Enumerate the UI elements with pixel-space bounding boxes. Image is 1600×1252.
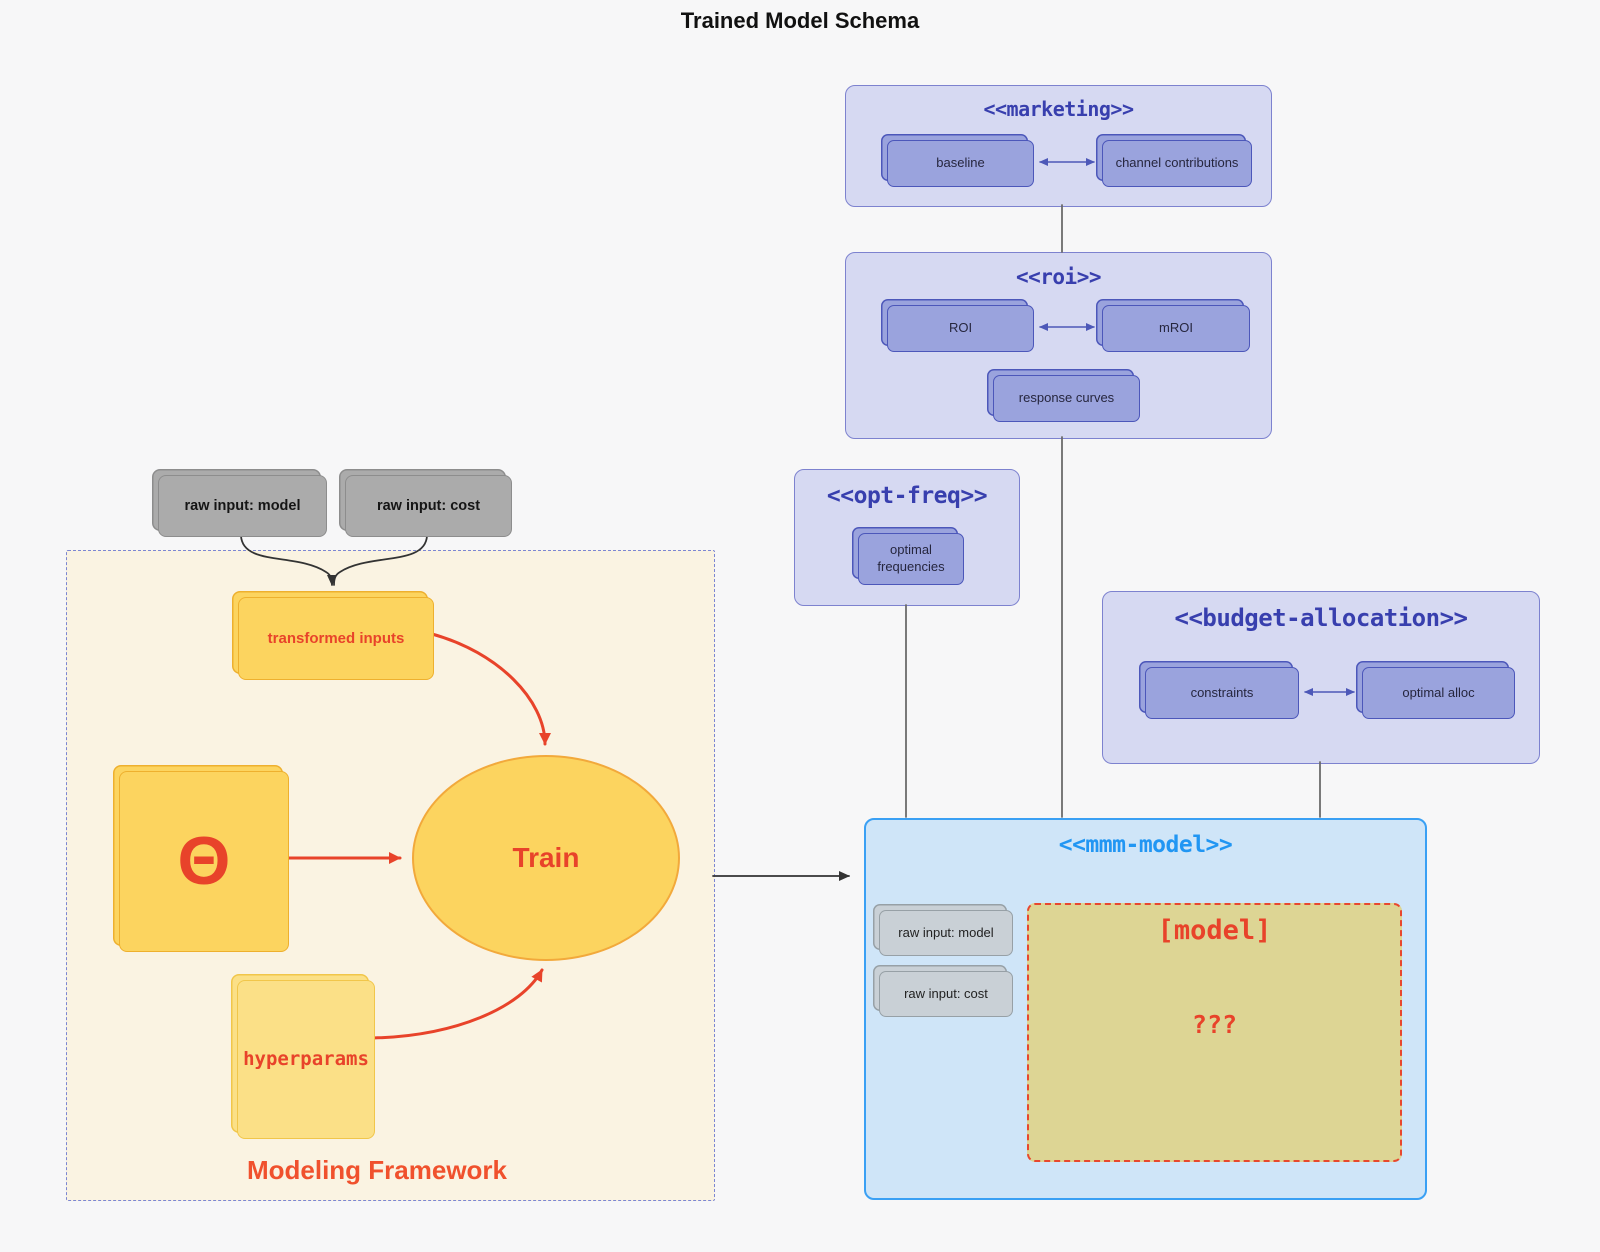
node-raw-input-model: raw input: model xyxy=(158,475,327,537)
modeling-framework-label: Modeling Framework xyxy=(246,1155,508,1185)
node-hyperparams: hyperparams xyxy=(237,980,375,1139)
node-optimal-alloc: optimal alloc xyxy=(1362,667,1515,719)
model-unknown-label: ??? xyxy=(1191,1010,1238,1039)
model-placeholder-box: [model] ??? xyxy=(1027,903,1402,1162)
cluster-marketing-title: <<marketing>> xyxy=(983,97,1134,121)
page-title: Trained Model Schema xyxy=(680,8,920,33)
node-transformed-inputs: transformed inputs xyxy=(238,597,434,680)
cluster-roi-title: <<roi>> xyxy=(1015,265,1102,289)
node-train: Train xyxy=(412,755,680,961)
node-raw-input-cost: raw input: cost xyxy=(345,475,512,537)
node-mmm-raw-input-cost: raw input: cost xyxy=(879,971,1013,1017)
node-roi: ROI xyxy=(887,305,1034,352)
node-mroi: mROI xyxy=(1102,305,1250,352)
cluster-mmm-model-title: <<mmm-model>> xyxy=(1058,832,1233,858)
cluster-budget-allocation-title: <<budget-allocation>> xyxy=(1174,604,1468,632)
node-response-curves: response curves xyxy=(993,375,1140,422)
node-optimal-frequencies: optimal frequencies xyxy=(858,533,964,585)
node-baseline: baseline xyxy=(887,140,1034,187)
node-theta: Θ xyxy=(119,771,289,952)
node-mmm-raw-input-model: raw input: model xyxy=(879,910,1013,956)
node-channel-contributions: channel contributions xyxy=(1102,140,1252,187)
model-placeholder-label: [model] xyxy=(1157,915,1272,946)
cluster-opt-freq-title: <<opt-freq>> xyxy=(826,483,988,509)
node-constraints: constraints xyxy=(1145,667,1299,719)
